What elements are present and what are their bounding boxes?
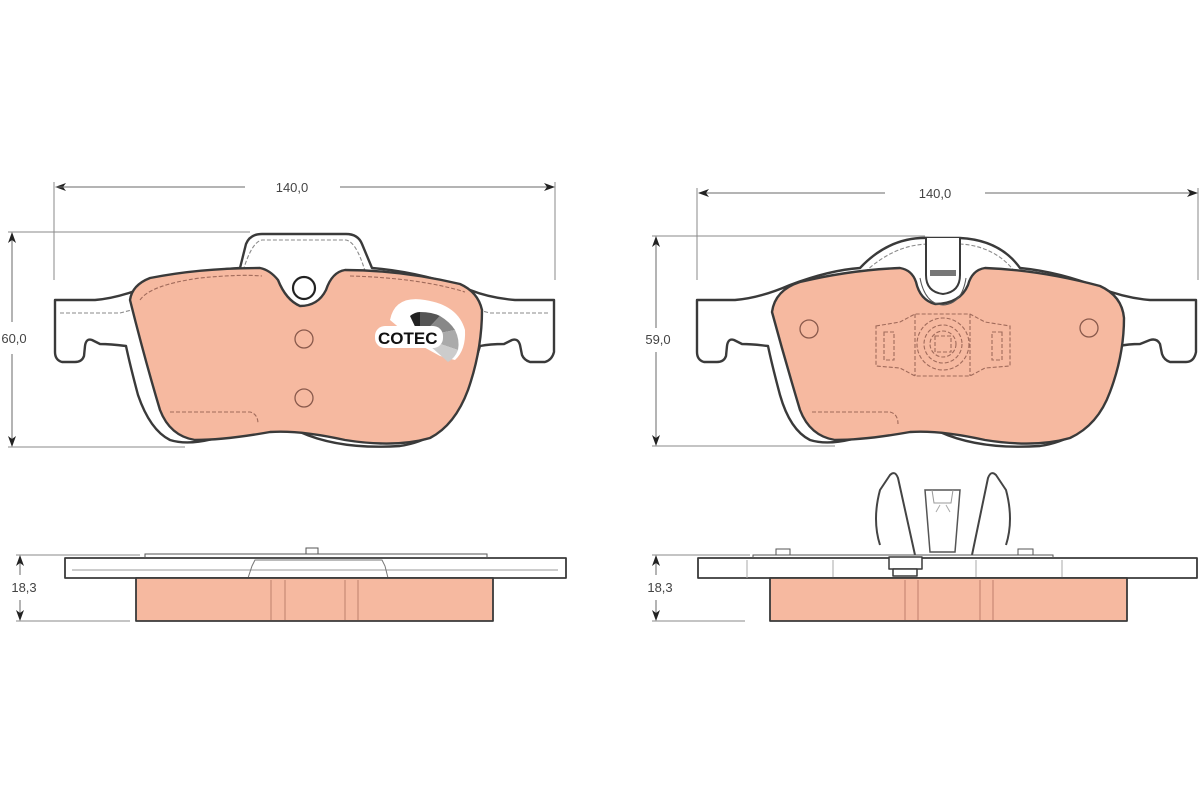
- pad-marker-circle: [799, 319, 819, 339]
- left-width-dimension: 140,0: [276, 180, 309, 195]
- left-pad-side-view: 18,3: [11, 547, 567, 622]
- cotec-logo: COTEC: [375, 299, 466, 362]
- left-pad-front-view: 140,0 60,0: [1, 180, 556, 448]
- pad-marker-circle: [294, 388, 314, 408]
- right-pad-side-view: 18,3: [647, 472, 1198, 622]
- center-clip-slot: [919, 238, 967, 306]
- right-pad-front-view: 140,0 59,0: [645, 186, 1199, 448]
- spring-clip: [875, 472, 1011, 556]
- right-height-dimension: 59,0: [645, 332, 670, 347]
- mounting-hole: [291, 275, 317, 301]
- right-width-dimension: 140,0: [919, 186, 952, 201]
- clip-base: [888, 556, 923, 570]
- left-height-dimension: 60,0: [1, 331, 26, 346]
- left-thickness-dimension: 18,3: [11, 580, 36, 595]
- wear-sensor-housing: [875, 313, 1011, 377]
- pad-marker-circle: [1079, 318, 1099, 338]
- cotec-logo-text: COTEC: [378, 329, 438, 348]
- pad-marker-circle: [294, 329, 314, 349]
- right-thickness-dimension: 18,3: [647, 580, 672, 595]
